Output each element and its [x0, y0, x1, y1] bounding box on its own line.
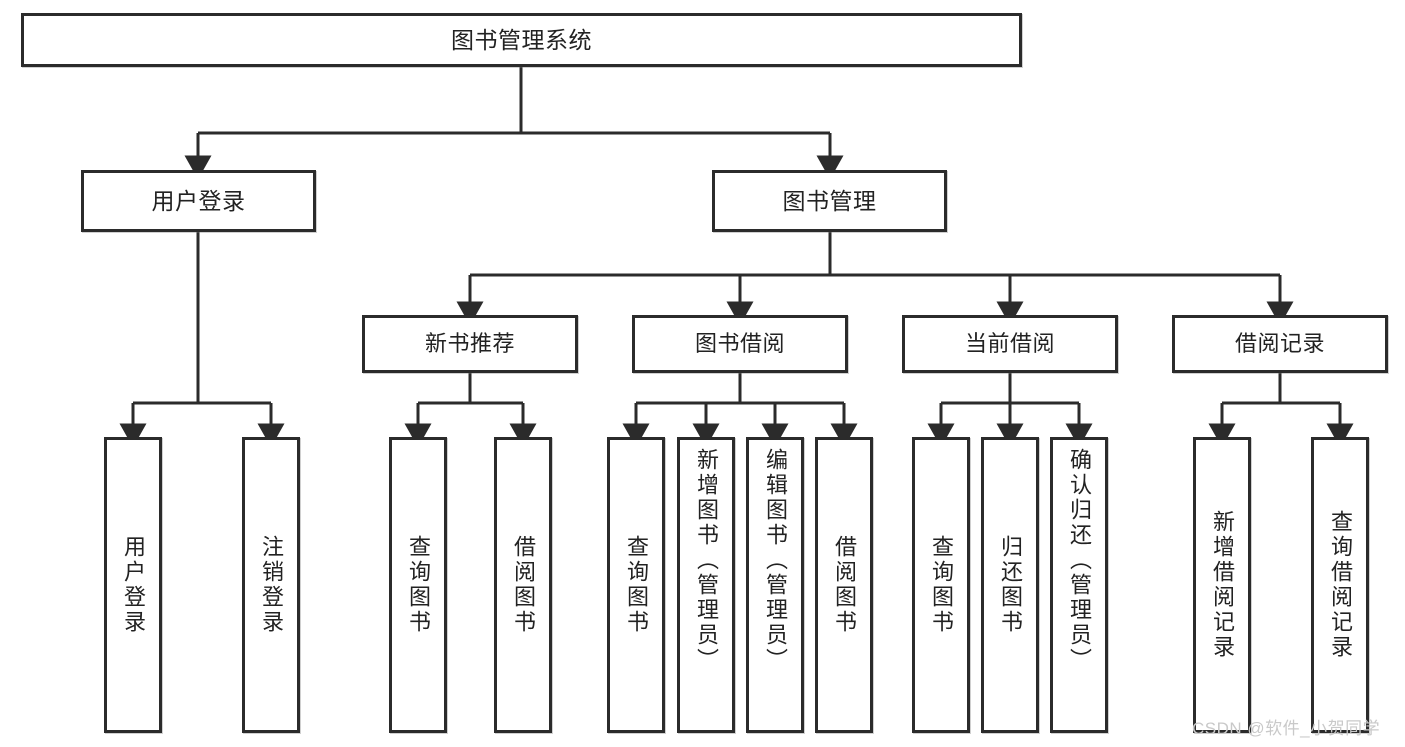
- node-label: 查询图书: [406, 535, 431, 635]
- node-user-login[interactable]: 用户登录: [81, 170, 316, 232]
- leaf-borrow-book[interactable]: 借阅图书: [815, 437, 873, 733]
- node-label: 新增借阅记录: [1210, 510, 1235, 660]
- node-new-book-recommend[interactable]: 新书推荐: [362, 315, 578, 373]
- leaf-return-book[interactable]: 归还图书: [981, 437, 1039, 733]
- leaf-query-borrow-record[interactable]: 查询借阅记录: [1311, 437, 1369, 733]
- leaf-logout-login[interactable]: 注销登录: [242, 437, 300, 733]
- node-label: 用户登录: [121, 535, 146, 635]
- leaf-edit-book[interactable]: 编辑图书（管理员）: [746, 437, 804, 733]
- node-label: 确认归还（管理员）: [1067, 448, 1092, 673]
- node-label: 图书借阅: [694, 331, 785, 357]
- node-label: 图书管理: [782, 187, 877, 214]
- leaf-confirm-return[interactable]: 确认归还（管理员）: [1050, 437, 1108, 733]
- leaf-borrow-book-recommend[interactable]: 借阅图书: [494, 437, 552, 733]
- node-book-borrow[interactable]: 图书借阅: [632, 315, 848, 373]
- node-label: 查询图书: [624, 535, 649, 635]
- leaf-user-login[interactable]: 用户登录: [104, 437, 162, 733]
- leaf-query-book-current[interactable]: 查询图书: [912, 437, 970, 733]
- leaf-query-book-borrow[interactable]: 查询图书: [607, 437, 665, 733]
- node-label: 用户登录: [151, 187, 246, 214]
- node-borrow-record[interactable]: 借阅记录: [1172, 315, 1388, 373]
- node-label: 借阅图书: [832, 535, 857, 635]
- node-label: 查询图书: [929, 535, 954, 635]
- node-label: 新增图书（管理员）: [694, 448, 719, 673]
- node-label: 借阅记录: [1234, 331, 1325, 357]
- node-label: 借阅图书: [511, 535, 536, 635]
- leaf-add-borrow-record[interactable]: 新增借阅记录: [1193, 437, 1251, 733]
- csdn-watermark: CSDN @软件_小贺同学: [1192, 719, 1381, 738]
- node-book-manage[interactable]: 图书管理: [712, 170, 947, 232]
- node-label: 注销登录: [259, 535, 284, 635]
- node-root-system[interactable]: 图书管理系统: [21, 13, 1022, 67]
- node-label: 归还图书: [998, 535, 1023, 635]
- node-label: 当前借阅: [964, 331, 1055, 357]
- node-label: 查询借阅记录: [1328, 510, 1353, 660]
- node-label: 图书管理系统: [451, 26, 592, 53]
- node-current-borrow[interactable]: 当前借阅: [902, 315, 1118, 373]
- leaf-add-book[interactable]: 新增图书（管理员）: [677, 437, 735, 733]
- leaf-query-book-recommend[interactable]: 查询图书: [389, 437, 447, 733]
- node-label: 编辑图书（管理员）: [763, 448, 788, 673]
- node-label: 新书推荐: [424, 331, 515, 357]
